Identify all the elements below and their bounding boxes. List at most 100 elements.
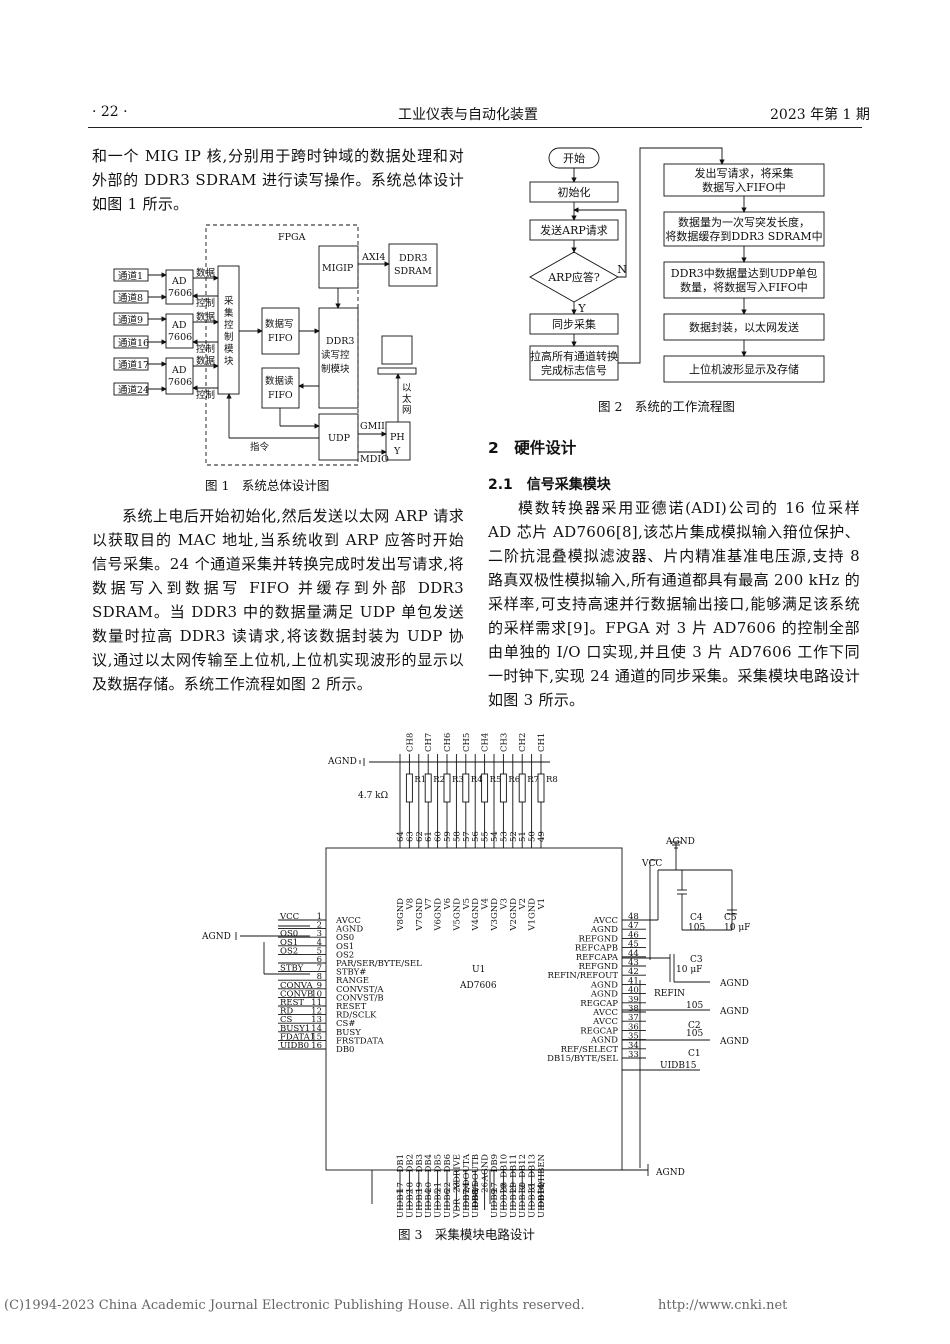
fig1-wfifo-b: FIFO [268,333,293,344]
left-pin-name: CONVST/A [336,985,384,995]
right-pin-name: REFCAPB [575,944,618,954]
resistor [443,773,451,803]
left-net-label: CONVA [280,981,313,991]
bottom-pin-number: 30 [518,1182,528,1193]
bottom-pin-name: DB11 [509,1154,519,1178]
fig1-fpga-label: FPGA [278,232,306,243]
left-net-label: OS2 [280,946,298,956]
left-net-label: CONVB [280,989,313,999]
top-pin-name: V5 [462,898,472,911]
fig2-no: N [617,263,627,276]
left-pin-name: RESET [336,1002,367,1012]
channel-label: CH2 [518,733,528,752]
resistor-label: R3 [452,775,464,785]
bottom-pin-name: DB1 [396,1154,406,1172]
copyright-footer: (C)1994-2023 China Academic Journal Elec… [4,1298,585,1313]
fig3-refin: REFIN [654,989,685,999]
fig3-agnd-c3: AGND [719,979,749,989]
left-pin-number: 4 [317,938,322,948]
right-pin-name: REF/SELECT [561,1045,619,1055]
fig3-c5v: 10 μF [724,923,750,933]
fig1-phy-b: Y [393,446,401,457]
resistor [499,773,507,803]
fig1-axi4: AXI4 [361,252,385,263]
fig3-agnd-top: AGND [327,757,357,767]
channel-label: CH1 [537,733,547,752]
right-pin-name: REFGND [578,934,618,944]
bottom-pin-number: 25 [471,1182,481,1193]
resistor-label: R6 [508,775,520,785]
bottom-net-label: UIDB7 [462,1189,472,1218]
bottom-net-label: VDR [452,1198,462,1219]
issue-label: 2023 年第 1 期 [770,107,870,123]
fig2-r5: 上位机波形显示及存储 [689,362,799,376]
bottom-net-label: UIDB12 [518,1184,528,1218]
fig1-phy-a: PH [390,432,405,443]
bottom-net-label: UIDB1 [396,1189,406,1218]
fig1-ad-a: AD [171,276,187,287]
bottom-pin-name: AGND [481,1154,491,1182]
bottom-pin-name: DB14/HBEN [537,1153,547,1208]
fig1-ad-c: AD [171,320,187,331]
top-pin-name: V4 [481,898,491,911]
fig2-r2-a: 数据量为一次写突发长度， [678,215,810,229]
top-pin-number: 53 [499,831,509,842]
right-pin-number: 42 [628,967,639,977]
fig1-data-2: 数据 [196,311,216,323]
left-paragraph-2: 系统上电后开始初始化,然后发送以太网 ARP 请求以获取目的 MAC 地址,当系… [92,507,464,693]
fig1-sdram-b: SDRAM [394,266,432,277]
fig1-data-1: 数据 [196,267,216,279]
left-pin-number: 2 [317,921,322,931]
left-pin-number: 16 [311,1041,322,1051]
fig1-ch16: 通道16 [118,337,149,349]
bottom-pin-number: 20 [424,1182,434,1193]
fig2-done-a: 拉高所有通道转换 [530,349,618,363]
right-pin-number: 47 [628,921,639,931]
right-pin-number: 48 [628,912,639,922]
bottom-pin-name: DB3 [415,1154,425,1172]
left-net-label: REST [280,998,304,1008]
channel-label: CH7 [424,733,434,752]
left-pin-name: CONVST/B [336,993,384,1003]
fig2-init: 初始化 [558,185,591,199]
right-pin-number: 36 [628,1022,639,1032]
fig3-vcc: VCC [641,859,662,869]
top-pin-name: V4GND [471,898,481,932]
right-pin-number: 46 [628,930,639,940]
fig1-cj-3: 制 [224,331,234,343]
top-pin-number: 56 [471,831,481,842]
resistor-label: R1 [414,775,426,785]
bottom-pin-name: DB8/DOUTB [471,1154,481,1208]
left-pin-name: BUSY [336,1028,361,1038]
journal-title: 工业仪表与自动化装置 [398,107,538,123]
fig1-ad-f: 7606 [168,377,192,388]
left-pin-number: 12 [311,1007,322,1017]
bottom-net-label: UIDB10 [499,1184,509,1218]
figure-3-caption: 图 3 采集模块电路设计 [398,1227,535,1242]
right-pin-name: AGND [590,980,618,990]
top-pin-number: 50 [528,831,538,842]
left-pin-number: 15 [311,1032,322,1042]
fig1-eth-2: 网 [402,405,412,416]
left-pin-name: OS1 [336,942,354,952]
left-pin-number: 8 [317,972,322,982]
bottom-pin-number: 31 [528,1182,538,1193]
fig3-agnd-top-right: AGND [665,837,695,847]
bottom-pin-number: 28 [499,1182,509,1193]
resistor [405,773,413,803]
right-pin-number: 34 [628,1041,639,1051]
resistor-label: R2 [433,775,445,785]
fig1-ddrctl-b: 读写控 [321,349,350,361]
fig1-ch24: 通道24 [118,384,149,396]
fig1-sdram-a: DDR3 [399,253,427,264]
bottom-pin-name: DB5 [434,1154,444,1172]
left-pin-name: PAR/SER/BYTE/SEL [336,959,422,969]
fig1-ad-e: AD [171,365,187,376]
top-pin-number: 49 [537,831,547,842]
fig3-c1: C1 [688,1049,701,1059]
top-pin-name: V8GND [396,898,406,932]
fig2-arp-req: 发送ARP请求 [540,223,608,237]
resistor-label: R5 [490,775,502,785]
fig3-res-value: 4.7 kΩ [358,791,388,801]
fig2-r3-b: 数量，将数据写入FIFO中 [680,280,808,294]
